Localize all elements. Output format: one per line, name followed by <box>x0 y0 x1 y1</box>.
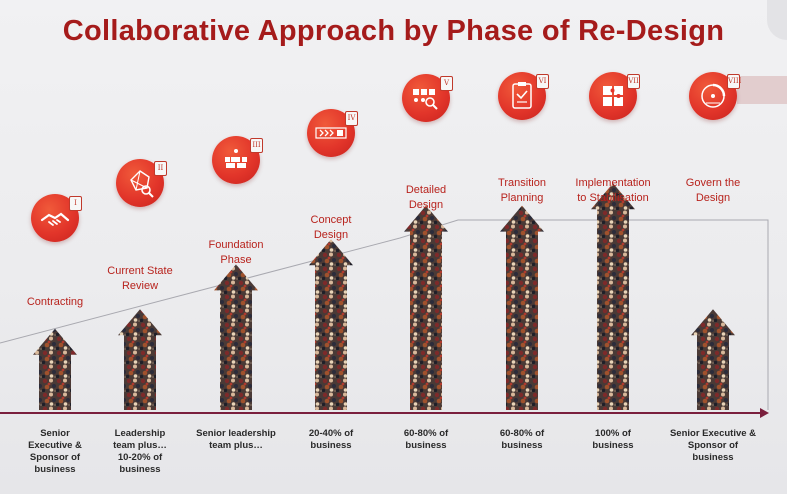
audience-label: 100% of business <box>592 428 634 451</box>
audience-label: Senior leadership team plus… <box>196 428 276 451</box>
phase-label: Implementation to Stabilisation <box>575 177 651 204</box>
audience-label: 60-80% of business <box>499 428 545 451</box>
phase-numeral: VI <box>536 74 549 89</box>
audience-label: 20-40% of business <box>308 428 354 451</box>
phase-numeral: III <box>250 138 263 153</box>
crowd-arrow-5 <box>404 205 448 410</box>
page-title: Collaborative Approach by Phase of Re-De… <box>62 15 725 47</box>
phase-numeral: VII <box>627 74 640 89</box>
handshake-icon: I <box>31 194 82 242</box>
phase-label: Current State Review <box>107 265 173 292</box>
phase-label: Foundation Phase <box>208 239 264 266</box>
audience-label: 60-80% of business <box>403 428 449 451</box>
phase-label: Contracting <box>26 296 84 308</box>
phase-label: Govern the Design <box>685 177 741 204</box>
phase-label: Detailed Design <box>405 184 447 211</box>
crowd-arrow-3 <box>214 264 258 410</box>
phase-label: Concept Design <box>310 214 352 241</box>
crowd-arrow-8 <box>691 309 735 410</box>
audience-label: Senior Executive & Sponsor of business <box>28 428 82 475</box>
phase-numeral: I <box>69 196 82 211</box>
phase-numeral: VIII <box>727 74 741 89</box>
timeline-arrowhead <box>760 408 769 418</box>
phase-numeral: V <box>440 76 453 91</box>
audience-label: Senior Executive & Sponsor of business <box>669 428 757 463</box>
crowd-arrow-2 <box>118 309 162 410</box>
crowd-arrow-7 <box>591 183 635 410</box>
process-arrows-icon: IV <box>307 109 358 157</box>
phase-label: Transition Planning <box>498 177 546 204</box>
people-magnifier-icon: V <box>402 74 453 122</box>
puzzle-icon: VII <box>589 72 640 120</box>
crowd-arrow-1 <box>33 328 77 410</box>
growth-step-line <box>0 219 769 410</box>
network-search-icon: II <box>116 159 167 207</box>
target-cycle-icon: VIII <box>689 72 741 120</box>
crowd-arrow-4 <box>309 239 353 410</box>
bricks-icon: III <box>212 136 263 184</box>
side-band-decoration <box>737 76 787 104</box>
clipboard-plan-icon: VI <box>498 72 549 120</box>
crowd-arrow-6 <box>500 205 544 410</box>
audience-label: Leadership team plus… 10-20% of business <box>113 428 167 475</box>
corner-decoration <box>767 0 787 40</box>
phase-numeral: IV <box>345 111 358 126</box>
phase-numeral: II <box>154 161 167 176</box>
